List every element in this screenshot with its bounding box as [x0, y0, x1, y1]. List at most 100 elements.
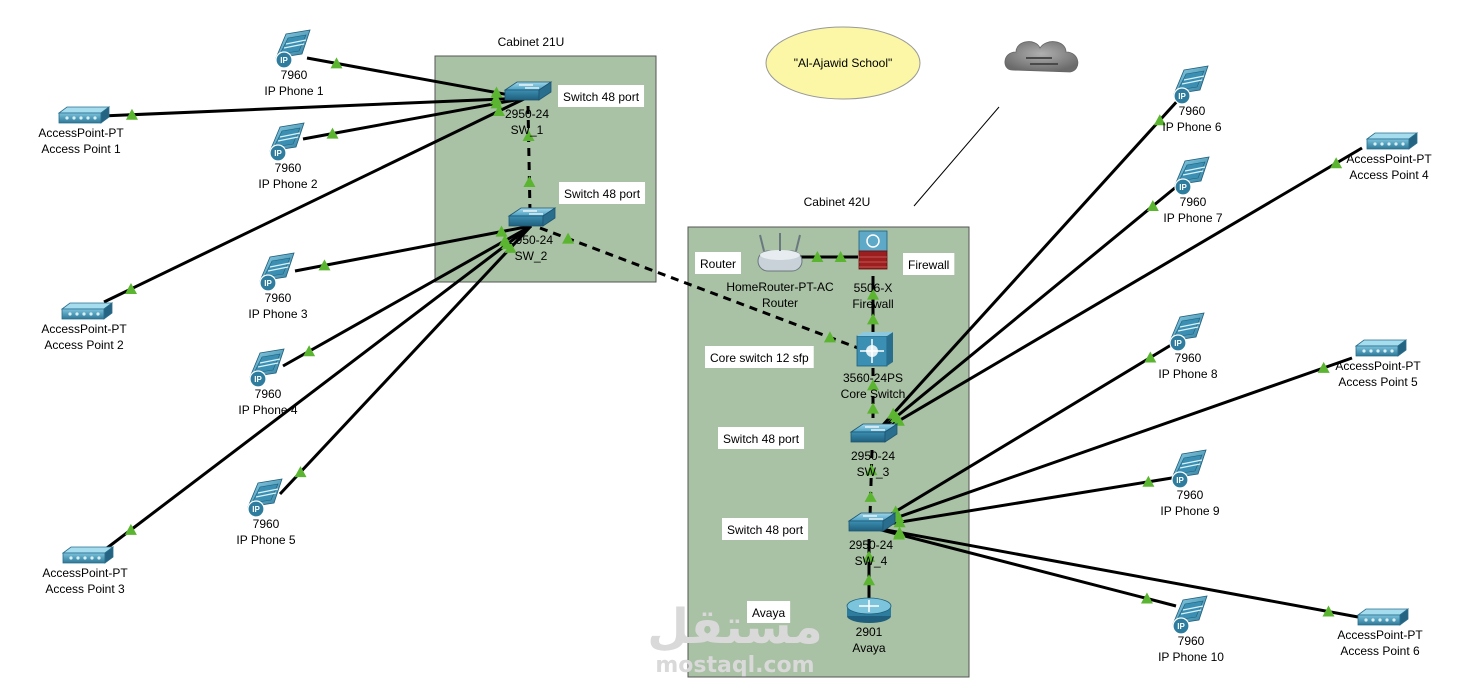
link-status-marker	[490, 86, 503, 98]
device-ap3[interactable]: AccessPoint-PT Access Point 3	[42, 546, 128, 596]
note-n3[interactable]: Router	[695, 252, 742, 274]
link-ap2-sw1[interactable]	[103, 96, 527, 304]
link-status-marker	[125, 282, 138, 294]
device-name-label: Access Point 1	[41, 142, 121, 156]
device-ap2[interactable]: AccessPoint-PT Access Point 2	[41, 302, 127, 352]
link-ap6-sw4[interactable]	[869, 525, 1359, 619]
note-n5[interactable]: Core switch 12 sfp	[705, 346, 814, 368]
svg-text:IP: IP	[280, 56, 288, 65]
ap-icon	[60, 302, 114, 320]
link-status-marker	[1140, 592, 1153, 604]
note-text: Firewall	[908, 258, 949, 272]
link-p10-sw4[interactable]	[869, 525, 1177, 608]
link-ap4-sw3[interactable]	[872, 146, 1363, 438]
link-status-marker	[501, 238, 514, 250]
note-n2[interactable]: Switch 48 port	[559, 182, 646, 204]
svg-text:IP: IP	[1176, 476, 1184, 485]
device-model-label: HomeRouter-PT-AC	[726, 280, 834, 294]
device-model-label: 7960	[1177, 488, 1204, 502]
note-n4[interactable]: Firewall	[903, 253, 955, 275]
device-model-label: 2950-24	[851, 449, 895, 463]
device-model-label: 2901	[856, 625, 883, 639]
cloud-connector-line	[913, 106, 1000, 207]
link-ap3-sw2[interactable]	[106, 224, 532, 550]
link-sw2-core[interactable]	[539, 226, 859, 350]
link-ap1-sw1[interactable]	[101, 96, 527, 118]
device-name-label: Firewall	[852, 297, 893, 311]
link-p2-sw1[interactable]	[302, 96, 527, 141]
link-p5-sw2[interactable]	[278, 224, 533, 496]
link-p3-sw2[interactable]	[294, 224, 532, 273]
note-n7[interactable]: Switch 48 port	[722, 518, 809, 540]
phone-icon: IP	[1174, 156, 1210, 196]
note-n6[interactable]: Switch 48 port	[718, 427, 805, 449]
link-status-marker	[124, 523, 137, 535]
link-p8-sw4[interactable]	[869, 340, 1177, 529]
device-name-label: Access Point 3	[45, 582, 125, 596]
link-p9-sw4[interactable]	[869, 475, 1179, 529]
device-model-label: 7960	[1180, 195, 1207, 209]
link-status-marker	[1142, 475, 1155, 487]
phone-icon: IP	[1171, 449, 1207, 489]
device-name-label: Access Point 5	[1338, 375, 1418, 389]
ap-icon	[57, 106, 111, 124]
link-p1-sw1[interactable]	[306, 56, 527, 100]
link-status-marker	[823, 331, 836, 343]
link-status-marker	[1330, 157, 1343, 169]
note-text: Switch 48 port	[563, 90, 640, 104]
svg-text:IP: IP	[254, 375, 262, 384]
device-name-label: Access Point 2	[44, 338, 124, 352]
ap-icon	[1365, 132, 1419, 150]
link-status-marker	[863, 550, 875, 562]
link-status-marker	[492, 105, 505, 117]
svg-text:IP: IP	[274, 149, 282, 158]
link-p7-sw3[interactable]	[872, 185, 1177, 438]
link-p4-sw2[interactable]	[282, 224, 532, 368]
device-name-label: Core Switch	[841, 387, 906, 401]
device-cloud[interactable]	[1004, 41, 1079, 73]
link-status-marker	[811, 251, 824, 262]
phone-icon: IP	[1173, 65, 1209, 105]
device-name-label: IP Phone 5	[236, 533, 295, 547]
link-ap5-sw4[interactable]	[869, 356, 1353, 529]
link-sw3-sw4[interactable]	[868, 449, 874, 518]
svg-text:IP: IP	[1174, 339, 1182, 348]
note-text: Switch 48 port	[727, 523, 804, 537]
device-model-label: AccessPoint-PT	[41, 322, 127, 336]
device-model-label: AccessPoint-PT	[42, 566, 128, 580]
device-model-label: 7960	[255, 387, 282, 401]
link-status-marker	[294, 466, 307, 478]
device-model-label: 7960	[265, 291, 292, 305]
link-sw1-sw2[interactable]	[526, 105, 532, 213]
link-p6-sw3[interactable]	[871, 96, 1182, 438]
phone-icon: IP	[275, 29, 311, 69]
note-n8[interactable]: Avaya	[747, 601, 791, 623]
ap-icon	[1354, 339, 1408, 357]
note-n1[interactable]: Switch 48 port	[558, 85, 645, 107]
link-status-marker	[892, 414, 905, 426]
link-status-marker	[867, 288, 879, 300]
